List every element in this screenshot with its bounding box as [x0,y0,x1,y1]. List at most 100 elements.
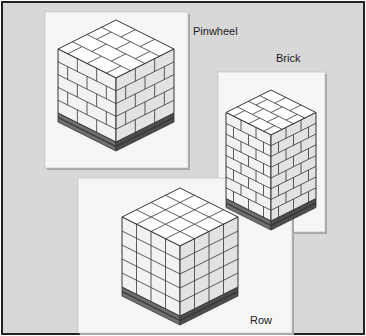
panel [45,12,188,168]
box-line [154,59,155,72]
box-side [271,113,316,222]
box-line [151,288,152,302]
pattern-label: Brick [276,52,300,65]
box-line [137,210,195,239]
box-line [263,142,264,153]
box-side [116,49,174,142]
box-line [194,295,195,309]
box-line [180,210,195,217]
box-line [263,185,264,196]
box-line [180,245,238,274]
box-line [58,87,116,116]
box-line [122,259,180,288]
box-line [180,273,238,302]
box-line [106,112,107,125]
box-line [223,280,224,294]
box-line [165,295,166,309]
box-line [58,62,116,91]
box-line [249,101,294,124]
box-line [226,156,271,179]
box-line [278,164,279,175]
box-line [195,203,210,210]
box-line [271,107,282,113]
box-line [151,210,166,217]
box-line [301,120,302,131]
box-line [136,266,137,280]
box-line [226,145,271,168]
box-line [223,238,224,252]
box-line [226,134,271,157]
box-line [151,224,166,231]
box-line [164,92,165,105]
box-line [164,67,165,80]
box-line [301,163,302,174]
box-line [135,120,136,133]
box-line [116,42,131,49]
box-line [151,274,152,288]
box-line [165,281,166,295]
box-line [233,170,234,181]
box-line [166,203,181,210]
box-line [271,156,316,179]
box-line [154,110,155,123]
box-line [180,231,238,260]
box-line [58,100,116,129]
box-line [135,94,136,107]
box-line [136,280,137,294]
box-line [106,66,121,73]
box-line [140,39,155,46]
box-line [96,94,97,107]
box-line [286,171,287,182]
pattern-label: Pinwheel [193,25,238,38]
box-line [151,246,152,260]
box-line [77,59,78,72]
box-line [111,54,126,61]
box-line [68,47,83,54]
box-line [278,142,279,153]
box-line [180,224,195,231]
box-line [301,142,302,153]
box-line [263,164,264,175]
box-line [166,195,224,224]
box-line [286,192,287,203]
box-line [209,260,210,274]
box-line [260,96,305,119]
box-line [166,217,181,224]
box-line [256,99,267,105]
box-line [165,267,166,281]
box-line [223,224,224,238]
box-line [308,127,309,138]
box-line [166,232,181,239]
box-line [209,246,210,260]
box-line [165,239,166,253]
box-line [248,199,249,210]
box-line [241,142,242,153]
box-line [209,274,210,288]
box-line [122,231,180,260]
box-line [180,195,195,202]
pallet-load [226,90,316,230]
box-line [237,107,282,130]
box-line [223,266,224,280]
box-line [286,128,287,139]
box-line [116,75,174,104]
box-line [116,87,174,116]
box-line [256,149,257,160]
box-line [195,217,210,224]
box-line [151,260,152,274]
box-line [233,149,234,160]
box-line [136,224,137,238]
box-line [73,42,131,71]
box-line [154,84,155,97]
box-line [286,114,297,120]
box-line [271,188,316,211]
box-line [252,109,263,115]
box-line [286,149,287,160]
box-line [241,185,242,196]
box-line [290,105,301,111]
box-line [87,56,102,63]
box-line [308,192,309,203]
box-line [58,75,116,104]
box-line [135,51,150,58]
box-line [226,123,271,146]
